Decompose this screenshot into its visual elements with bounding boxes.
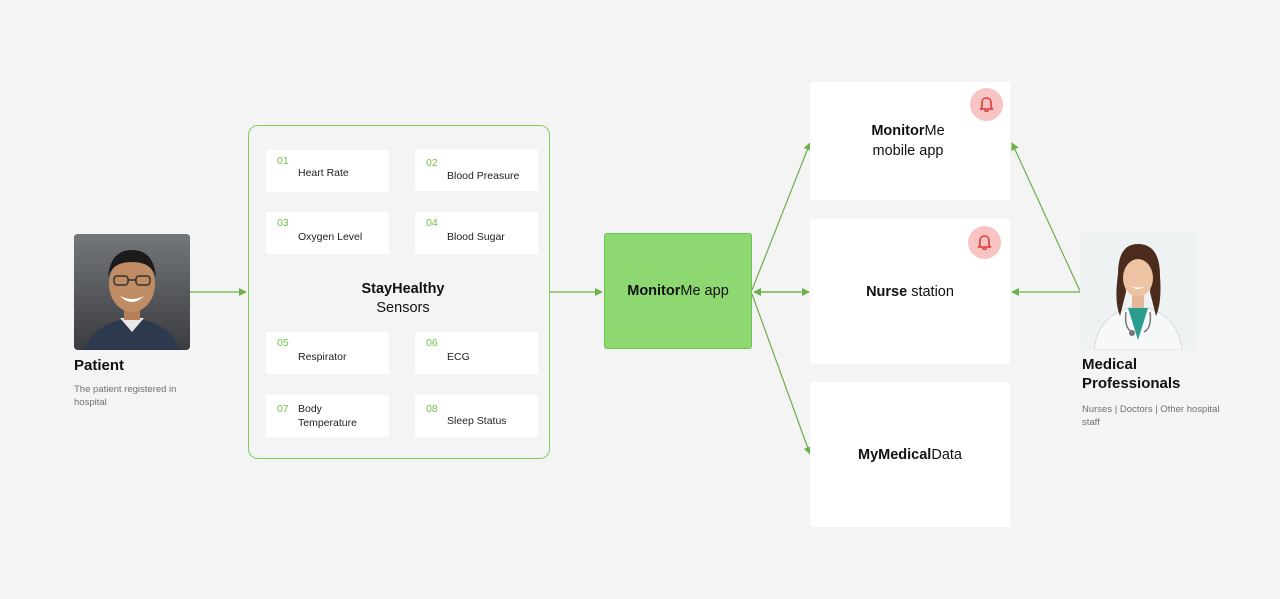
sensor-label: Heart Rate: [298, 167, 349, 179]
sensor-number: 01: [277, 155, 289, 167]
sensor-label: Blood Sugar: [447, 231, 505, 243]
nurse-station-bold: Nurse: [866, 283, 908, 300]
sensor-number: 06: [426, 337, 438, 349]
monitorme-app-box: MonitorMe app: [604, 233, 752, 349]
sensor-label: Blood Preasure: [447, 170, 520, 182]
monitorme-app-bold: Monitor: [627, 283, 681, 299]
sensor-label: ECG: [447, 351, 470, 363]
sensor-number: 02: [426, 157, 438, 169]
bell-icon: [968, 226, 1001, 259]
monitorme-mobile-app-card: MonitorMe mobile app: [810, 82, 1010, 200]
arrow-app-to-mobile: [751, 142, 812, 291]
sensor-card-sleep-status: 08 Sleep Status: [415, 395, 538, 437]
monitorme-app-rest: Me app: [680, 283, 729, 299]
sensor-label: Body Temperature: [298, 403, 357, 429]
professionals-title: Medical Professionals: [1082, 356, 1181, 392]
sensor-label: Oxygen Level: [298, 231, 363, 243]
sensor-number: 04: [426, 217, 438, 229]
mymedicaldata-rest: Data: [931, 446, 962, 463]
patient-label: Patient: [74, 357, 125, 374]
mymedicaldata-bold: MyMedical: [858, 446, 932, 463]
mobile-app-subtitle: mobile app: [872, 143, 944, 159]
arrow-prof-to-mobile: [1011, 142, 1081, 292]
bell-icon: [970, 88, 1003, 121]
sensor-card-blood-sugar: 04 Blood Sugar: [415, 212, 538, 254]
sensor-card-body-temperature: 07 Body Temperature: [266, 395, 389, 437]
patient-photo: [74, 234, 190, 350]
nurse-station-rest: station: [907, 283, 954, 300]
sensors-title-bold: StayHealthy: [361, 281, 445, 297]
sensor-card-blood-pressure: 02 Blood Preasure: [415, 149, 538, 191]
sensor-number: 03: [277, 217, 289, 229]
sensor-card-ecg: 06 ECG: [415, 332, 538, 374]
mobile-app-bold: Monitor: [871, 123, 925, 139]
sensor-card-heart-rate: 01 Heart Rate: [266, 150, 389, 192]
sensor-number: 05: [277, 337, 289, 349]
nurse-station-card: Nurse station: [810, 219, 1010, 364]
doctor-photo: [1080, 232, 1196, 350]
patient-description: The patient registered in hospital: [74, 384, 177, 408]
sensor-number: 07: [277, 403, 289, 415]
sensor-label: Respirator: [298, 351, 347, 363]
sensors-title: StayHealthy Sensors: [330, 280, 476, 318]
sensor-card-respirator: 05 Respirator: [266, 332, 389, 374]
sensor-label: Sleep Status: [447, 415, 507, 427]
sensor-card-oxygen-level: 03 Oxygen Level: [266, 212, 389, 254]
sensor-number: 08: [426, 403, 438, 415]
professionals-description: Nurses | Doctors | Other hospital staff: [1082, 404, 1220, 428]
sensors-title-rest: Sensors: [376, 300, 430, 316]
mymedicaldata-card: MyMedicalData: [810, 382, 1010, 527]
arrow-app-to-mydata: [751, 293, 812, 455]
mobile-app-rest: Me: [924, 123, 945, 139]
